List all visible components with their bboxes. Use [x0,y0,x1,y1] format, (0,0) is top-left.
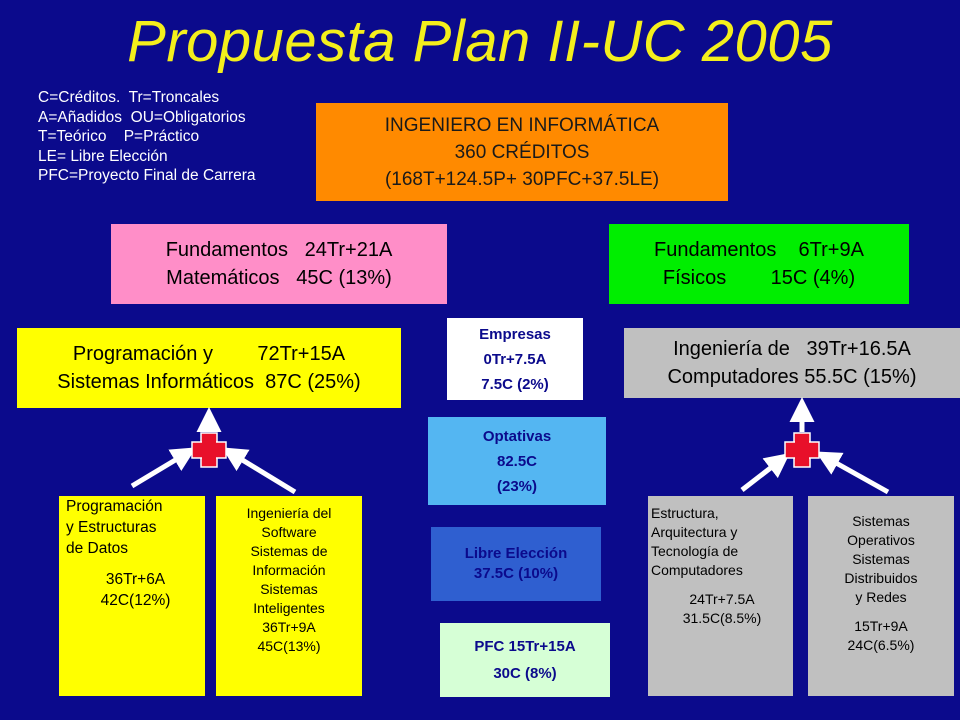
box-line: de Datos [66,540,129,557]
box-line: Físicos 15C (4%) [662,267,856,289]
box-line: Optativas [482,427,552,445]
degree-breakdown: (168T+124.5P+ 30PFC+37.5LE) [384,168,660,190]
box-line: Matemáticos 45C (13%) [166,267,392,289]
box-line: Computadores [651,562,743,578]
legend-item: T=Teórico P=Práctico [38,128,200,145]
plus-icon [191,432,227,468]
page-title: Propuesta Plan II-UC 2005 [127,9,833,74]
box-line: 0Tr+7.5A [483,350,547,368]
box-line: Distribuidos [844,570,918,586]
box-value: 31.5C(8.5%) [682,610,762,626]
optativas-box: Optativas 82.5C (23%) [428,417,606,505]
box-line: 37.5C (10%) [473,565,559,582]
degree-box: INGENIERO EN INFORMÁTICA 360 CRÉDITOS (1… [316,103,728,201]
box-line: Fundamentos 6Tr+9A [654,239,864,261]
legend-item: C=Créditos. Tr=Troncales [38,89,220,106]
box-value: 24C(6.5%) [847,637,915,653]
box-line: 82.5C [496,452,538,470]
box-value: 24Tr+7.5A [689,591,755,607]
box-line: Computadores 55.5C (15%) [667,366,917,388]
programacion-estructuras-box: Programación y Estructuras de Datos 36Tr… [59,496,205,696]
box-line: Libre Elección [464,545,568,562]
box-line: Inteligentes [253,600,325,616]
fundamentos-matematicos-box: Fundamentos 24Tr+21A Matemáticos 45C (13… [111,224,447,304]
box-line: Sistemas [852,551,910,567]
box-line: Fundamentos 24Tr+21A [165,239,393,261]
plus-icon [784,432,820,468]
legend-item: LE= Libre Elección [38,147,168,165]
degree-name: INGENIERO EN INFORMÁTICA [384,114,660,136]
arrow [740,452,790,492]
arrow [130,447,197,489]
box-line: Tecnología de [651,543,739,559]
box-line: Sistemas de [250,543,328,559]
fundamentos-fisicos-box: Fundamentos 6Tr+9A Físicos 15C (4%) [609,224,909,304]
box-line: 7.5C (2%) [481,375,549,393]
legend: C=Créditos. Tr=Troncales A=Añadidos OU=O… [38,88,256,186]
box-line: Ingeniería del [246,505,332,521]
box-value: 45C(13%) [257,638,321,654]
box-value: 42C(12%) [100,592,171,609]
box-line: (23%) [496,477,537,495]
pfc-box: PFC 15Tr+15A 30C (8%) [440,623,610,697]
box-line: PFC 15Tr+15A [474,638,576,655]
box-line: Operativos [847,532,915,548]
box-line: Programación [66,498,163,515]
box-line: Empresas [479,325,551,343]
box-line: Sistemas [852,513,910,529]
legend-item: A=Añadidos OU=Obligatorios [38,108,246,126]
box-line: Información [252,562,326,578]
box-line: y Redes [855,589,907,605]
box-line: y Estructuras [66,519,157,536]
box-line: Estructura, [651,505,719,521]
arrow [221,447,297,495]
box-line: 30C (8%) [493,665,557,682]
empresas-box: Empresas 0Tr+7.5A 7.5C (2%) [447,318,583,400]
box-line: Ingeniería de 39Tr+16.5A [673,338,911,360]
libre-eleccion-box: Libre Elección 37.5C (10%) [431,527,601,601]
box-value: 15Tr+9A [854,618,908,634]
box-line: Sistemas [260,581,318,597]
box-line: Arquitectura y [651,524,738,540]
ingenieria-computadores-box: Ingeniería de 39Tr+16.5A Computadores 55… [624,328,960,398]
estructura-computadores-box: Estructura, Arquitectura y Tecnología de… [648,496,793,696]
ingenieria-software-box: Ingeniería del Software Sistemas de Info… [216,496,362,696]
box-line: Software [261,524,317,540]
box-line: Programación y 72Tr+15A [72,343,346,365]
legend-item: PFC=Proyecto Final de Carrera [38,167,256,184]
programacion-sistemas-box: Programación y 72Tr+15A Sistemas Informá… [17,328,401,408]
box-value: 36Tr+9A [262,619,316,635]
arrow [815,451,890,495]
sistemas-operativos-box: Sistemas Operativos Sistemas Distribuido… [808,496,954,696]
box-value: 36Tr+6A [105,571,166,588]
degree-credits: 360 CRÉDITOS [454,141,590,163]
box-line: Sistemas Informáticos 87C (25%) [57,371,361,393]
